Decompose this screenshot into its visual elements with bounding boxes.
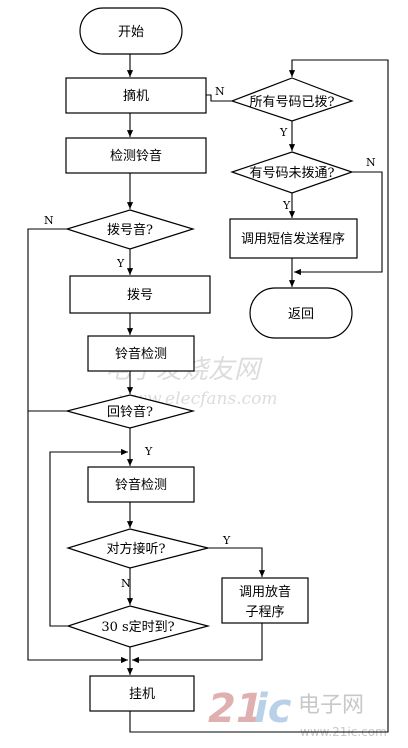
edge-unconnected-no bbox=[294, 171, 383, 276]
edge-labels: N Y Y Y N N Y N Y bbox=[44, 85, 376, 590]
label-ringback-yes: Y bbox=[144, 445, 153, 458]
node-offhook-label: 摘机 bbox=[123, 88, 149, 104]
edge-hangup-alldialed bbox=[129, 59, 389, 733]
node-hangup: 挂机 bbox=[89, 675, 195, 712]
edge-answered-playsub bbox=[208, 547, 266, 577]
node-sms-label: 调用短信发送程序 bbox=[241, 231, 345, 247]
node-ring-detect-1-label: 铃音检测 bbox=[115, 346, 167, 362]
node-all-dialed: 所有号码已拨? bbox=[230, 77, 354, 122]
watermark-21ic: 21 ic 电子网 www.21ic.com bbox=[208, 686, 387, 739]
node-ringback-label: 回铃音? bbox=[107, 404, 153, 420]
logo-cn: 电子网 bbox=[298, 693, 364, 718]
node-dial: 拨号 bbox=[69, 275, 211, 314]
edge-playsub-merge bbox=[132, 623, 263, 664]
node-timeout-label: 30 s定时到? bbox=[101, 620, 174, 635]
node-all-dialed-label: 所有号码已拨? bbox=[250, 95, 335, 110]
node-hangup-label: 挂机 bbox=[129, 687, 155, 702]
logo-21: 21 bbox=[208, 686, 264, 732]
node-start: 开始 bbox=[79, 7, 183, 55]
label-alldialed-yes: Y bbox=[279, 126, 288, 139]
label-dialtone-no: N bbox=[44, 214, 54, 227]
node-sms: 调用短信发送程序 bbox=[229, 218, 358, 259]
label-unconnected-yes: Y bbox=[282, 199, 291, 212]
node-ring-detect-2-label: 铃音检测 bbox=[115, 477, 167, 493]
node-timeout: 30 s定时到? bbox=[66, 605, 211, 648]
node-detect-ring-label: 检测铃音 bbox=[110, 148, 162, 164]
node-return: 返回 bbox=[249, 287, 353, 339]
node-answered: 对方接听? bbox=[66, 528, 209, 569]
node-dial-label: 拨号 bbox=[127, 288, 153, 303]
logo-ic: ic bbox=[254, 686, 292, 732]
node-play-sub-label: 调用放音 bbox=[239, 584, 291, 600]
node-detect-ring: 检测铃音 bbox=[65, 137, 207, 174]
edge-timeout-loop bbox=[49, 448, 128, 627]
node-play-sub-label-2: 子程序 bbox=[245, 605, 284, 620]
label-unconnected-no: N bbox=[366, 156, 376, 169]
edges-left-column bbox=[27, 54, 389, 733]
label-answered-no: N bbox=[121, 577, 131, 590]
node-dial-tone-label: 拨号音? bbox=[107, 222, 153, 238]
node-dial-tone: 拨号音? bbox=[64, 209, 196, 250]
node-offhook: 摘机 bbox=[65, 77, 207, 114]
label-answered-yes: Y bbox=[222, 534, 231, 547]
node-play-sub: 调用放音 子程序 bbox=[221, 577, 309, 624]
node-unconnected: 有号码未拨通? bbox=[230, 151, 354, 194]
edge-dialtone-no bbox=[27, 228, 68, 411]
node-start-label: 开始 bbox=[118, 25, 144, 40]
label-dialtone-yes: Y bbox=[116, 257, 125, 270]
label-alldialed-no: N bbox=[215, 85, 225, 98]
edge-ringback-no bbox=[27, 410, 128, 664]
node-ring-detect-2: 铃音检测 bbox=[87, 466, 195, 503]
node-ring-detect-1: 铃音检测 bbox=[87, 335, 195, 372]
node-answered-label: 对方接听? bbox=[107, 541, 166, 557]
node-unconnected-label: 有号码未拨通? bbox=[250, 166, 335, 181]
node-ringback: 回铃音? bbox=[64, 394, 196, 429]
node-return-label: 返回 bbox=[288, 307, 314, 322]
